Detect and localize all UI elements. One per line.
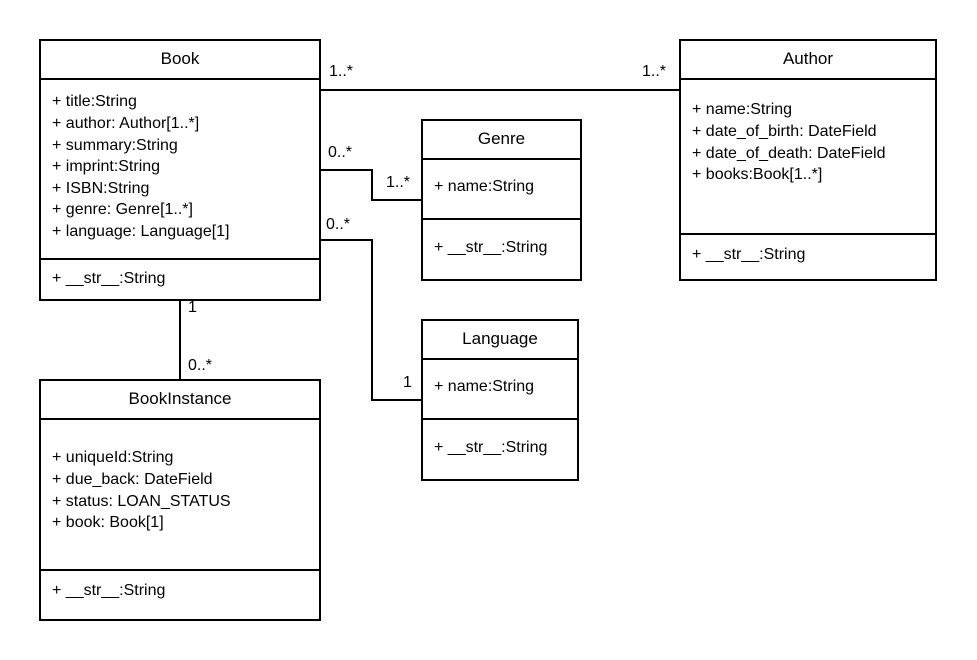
multiplicity-label: 0..* <box>326 216 351 233</box>
divider <box>423 358 577 360</box>
class-genre: Genre + name:String + __str__:String <box>421 119 582 281</box>
attribute: + status: LOAN_STATUS <box>52 493 231 510</box>
divider <box>681 78 935 80</box>
class-name-language: Language <box>462 329 538 348</box>
multiplicity-label: 1 <box>403 374 412 391</box>
class-bookinstance: BookInstance + uniqueId:String + due_bac… <box>39 379 321 621</box>
multiplicity-label: 0..* <box>328 144 353 161</box>
book-genre-association <box>320 169 422 201</box>
attribute: + books:Book[1..*] <box>692 166 823 183</box>
class-author: Author + name:String + date_of_birth: Da… <box>679 39 937 281</box>
method: + __str__:String <box>52 270 166 287</box>
multiplicity-label: 1..* <box>386 174 411 191</box>
divider <box>681 233 935 235</box>
attribute: + imprint:String <box>52 158 161 175</box>
method: + __str__:String <box>692 246 806 263</box>
divider <box>423 418 577 420</box>
multiplicity-label: 1..* <box>329 63 354 80</box>
attribute: + ISBN:String <box>52 180 150 197</box>
divider <box>41 569 319 571</box>
multiplicity-label: 0..* <box>188 357 213 374</box>
attribute: + date_of_death: DateField <box>692 145 886 162</box>
class-name-author: Author <box>782 49 834 68</box>
attribute: + language: Language[1] <box>52 223 230 240</box>
attribute: + book: Book[1] <box>52 514 164 531</box>
divider <box>41 258 319 260</box>
class-name-bookinstance: BookInstance <box>128 389 232 408</box>
attribute: + due_back: DateField <box>52 471 213 488</box>
book-language-association <box>320 239 422 401</box>
divider <box>423 158 580 160</box>
multiplicity-label: 1..* <box>642 63 667 80</box>
attribute: + title:String <box>52 93 137 110</box>
attribute: + summary:String <box>52 137 178 154</box>
multiplicity-label: 1 <box>188 299 197 316</box>
divider <box>423 218 580 220</box>
class-language: Language + name:String + __str__:String <box>421 319 579 481</box>
method: + __str__:String <box>434 239 548 256</box>
attribute: + uniqueId:String <box>52 449 174 466</box>
attribute: + name:String <box>434 178 535 195</box>
attribute: + date_of_birth: DateField <box>692 123 877 140</box>
class-book: Book + title:String + author: Author[1..… <box>39 39 321 301</box>
divider <box>41 418 319 420</box>
attribute: + name:String <box>692 101 793 118</box>
attribute: + genre: Genre[1..*] <box>52 201 193 218</box>
class-name-book: Book <box>160 49 200 68</box>
attribute: + name:String <box>434 378 535 395</box>
divider <box>41 78 319 80</box>
class-name-genre: Genre <box>477 129 526 148</box>
attribute: + author: Author[1..*] <box>52 115 200 132</box>
method: + __str__:String <box>52 582 166 599</box>
method: + __str__:String <box>434 439 548 456</box>
